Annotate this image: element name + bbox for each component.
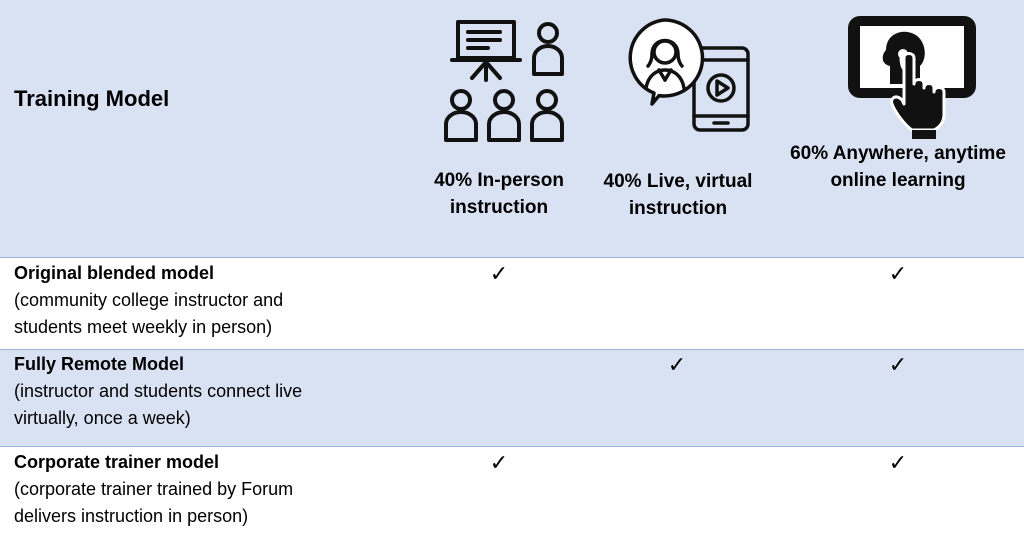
- column-header-line: instruction: [628, 198, 728, 219]
- row-title: Fully Remote Model: [14, 354, 185, 374]
- column-header-line: 40% In-person: [434, 170, 564, 191]
- table-row: Corporate trainer model (corporate train…: [0, 447, 1024, 535]
- column-header-line: 40% Live, virtual: [603, 171, 753, 192]
- check-mark-online: ✓: [888, 450, 908, 475]
- table-row: Original blended model (community colleg…: [0, 258, 1024, 350]
- row-title: Original blended model: [14, 263, 215, 283]
- column-header-line: instruction: [449, 197, 549, 218]
- row-description-line: virtually, once a week): [14, 408, 191, 428]
- check-mark-online: ✓: [888, 352, 908, 377]
- row-title: Corporate trainer model: [14, 452, 220, 472]
- check-mark-in-person: ✓: [489, 450, 509, 475]
- row-description-line: students meet weekly in person): [14, 317, 273, 337]
- row-description-line: (instructor and students connect live: [14, 381, 303, 401]
- check-mark-online: ✓: [888, 261, 908, 286]
- phone-video-call-icon: [628, 18, 750, 132]
- row-description-line: delivers instruction in person): [14, 506, 249, 526]
- tablet-touch-icon: [848, 16, 976, 139]
- column-header-online: 60% Anywhere, anytime online learning: [774, 140, 1022, 194]
- check-mark-in-person: ✓: [489, 261, 509, 286]
- table-row: Fully Remote Model (instructor and stude…: [0, 350, 1024, 447]
- row-description: (instructor and students connect live vi…: [14, 378, 374, 432]
- column-header-live-virtual: 40% Live, virtual instruction: [586, 168, 770, 222]
- classroom-presentation-icon: [444, 20, 564, 142]
- check-mark-live-virtual: ✓: [667, 352, 687, 377]
- row-description-line: (community college instructor and: [14, 290, 284, 310]
- row-description: (community college instructor and studen…: [14, 287, 374, 341]
- row-description-line: (corporate trainer trained by Forum: [14, 479, 294, 499]
- row-description: (corporate trainer trained by Forum deli…: [14, 476, 374, 530]
- column-header-line: online learning: [830, 170, 966, 191]
- corner-title: Training Model: [14, 86, 170, 111]
- table-header: Training Model: [0, 0, 1024, 258]
- column-header-in-person: 40% In-person instruction: [410, 167, 588, 221]
- column-header-line: 60% Anywhere, anytime: [790, 143, 1006, 164]
